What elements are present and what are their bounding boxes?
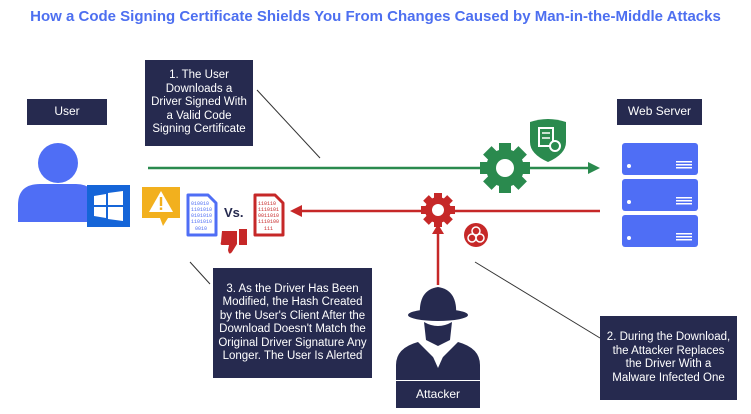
file-bits: 1101010	[191, 207, 212, 213]
versus-label: Vs.	[224, 205, 244, 220]
file-bits: 0101010	[191, 213, 212, 219]
original-driver-file-icon: 010010 1101010 0101010 1101010 0010	[186, 193, 218, 237]
callout-line-3	[189, 261, 211, 285]
file-bits: 110110	[258, 201, 276, 207]
diagram-title: How a Code Signing Certificate Shields Y…	[30, 8, 721, 25]
modified-driver-file-icon: 110110 1110101 0011010 1110100 111	[253, 193, 285, 237]
alert-warning-icon	[142, 187, 180, 226]
file-bits: 1101010	[191, 219, 212, 225]
download-arrow	[148, 162, 600, 174]
server-stack-icon	[622, 143, 698, 247]
step-3-callout: 3. As the Driver Has Been Modified, the …	[213, 268, 372, 378]
windows-logo-icon	[87, 185, 130, 227]
step-2-callout: 2. During the Download, the Attacker Rep…	[600, 316, 737, 400]
user-label: User	[27, 99, 107, 125]
callout-line-2	[474, 261, 601, 339]
step-1-callout: 1. The User Downloads a Driver Signed Wi…	[145, 60, 253, 146]
file-bits: 111	[264, 226, 273, 232]
file-bits: 1110101	[258, 207, 279, 213]
green-gear-icon	[480, 143, 530, 193]
file-bits: 1110100	[258, 219, 279, 225]
web-server-label: Web Server	[617, 99, 702, 125]
user-icon	[18, 143, 96, 222]
file-bits: 0010	[195, 226, 207, 232]
certificate-shield-icon	[530, 119, 566, 162]
attacker-label: Attacker	[396, 381, 480, 408]
file-bits: 010010	[191, 201, 209, 207]
biohazard-icon	[464, 223, 488, 247]
thumbs-down-icon	[220, 229, 247, 254]
red-gear-icon	[421, 193, 455, 227]
attacker-icon	[396, 287, 480, 380]
callout-line-1	[256, 89, 321, 159]
file-bits: 0011010	[258, 213, 279, 219]
